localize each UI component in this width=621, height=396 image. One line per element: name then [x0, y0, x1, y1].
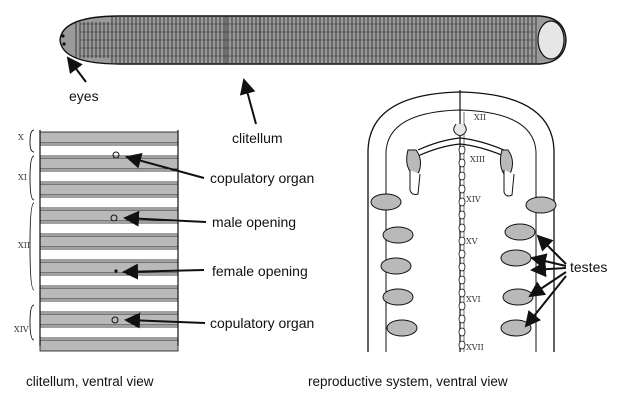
caption-reproductive-system: reproductive system, ventral view — [308, 374, 508, 389]
worm-body-drawing — [60, 16, 566, 64]
reproductive-system-drawing — [368, 90, 556, 352]
caption-clitellum-ventral: clitellum, ventral view — [26, 374, 154, 389]
eyes-label: eyes — [69, 88, 99, 104]
segment-label-right-xvii: XVII — [466, 343, 484, 352]
male-opening-label: male opening — [212, 214, 296, 230]
segment-label-right-xiv: XIV — [466, 195, 481, 204]
segment-label-right-xvi: XVI — [466, 295, 481, 304]
copulatory-organ-top-label: copulatory organ — [210, 170, 314, 186]
segment-label-right-xii: XII — [474, 113, 486, 122]
clitellum-ventral-drawing — [30, 130, 178, 351]
segment-label-right-xiii: XIII — [470, 155, 485, 164]
eyes-arrow — [68, 58, 86, 82]
testes-label: testes — [570, 259, 607, 275]
testes-arrow-5 — [526, 276, 566, 326]
copulatory-organ-bottom-label: copulatory organ — [210, 315, 314, 331]
segment-label-x: X — [18, 133, 24, 142]
segment-label-xi: XI — [18, 173, 27, 182]
testes-arrow-3 — [532, 268, 566, 270]
clitellum-label: clitellum — [232, 130, 283, 146]
segment-label-right-xv: XV — [466, 237, 478, 246]
segment-label-xii: XII — [18, 241, 30, 250]
female-opening-label: female opening — [212, 263, 308, 279]
clitellum-arrow — [244, 80, 256, 124]
segment-label-xiv: XIV — [14, 325, 29, 334]
